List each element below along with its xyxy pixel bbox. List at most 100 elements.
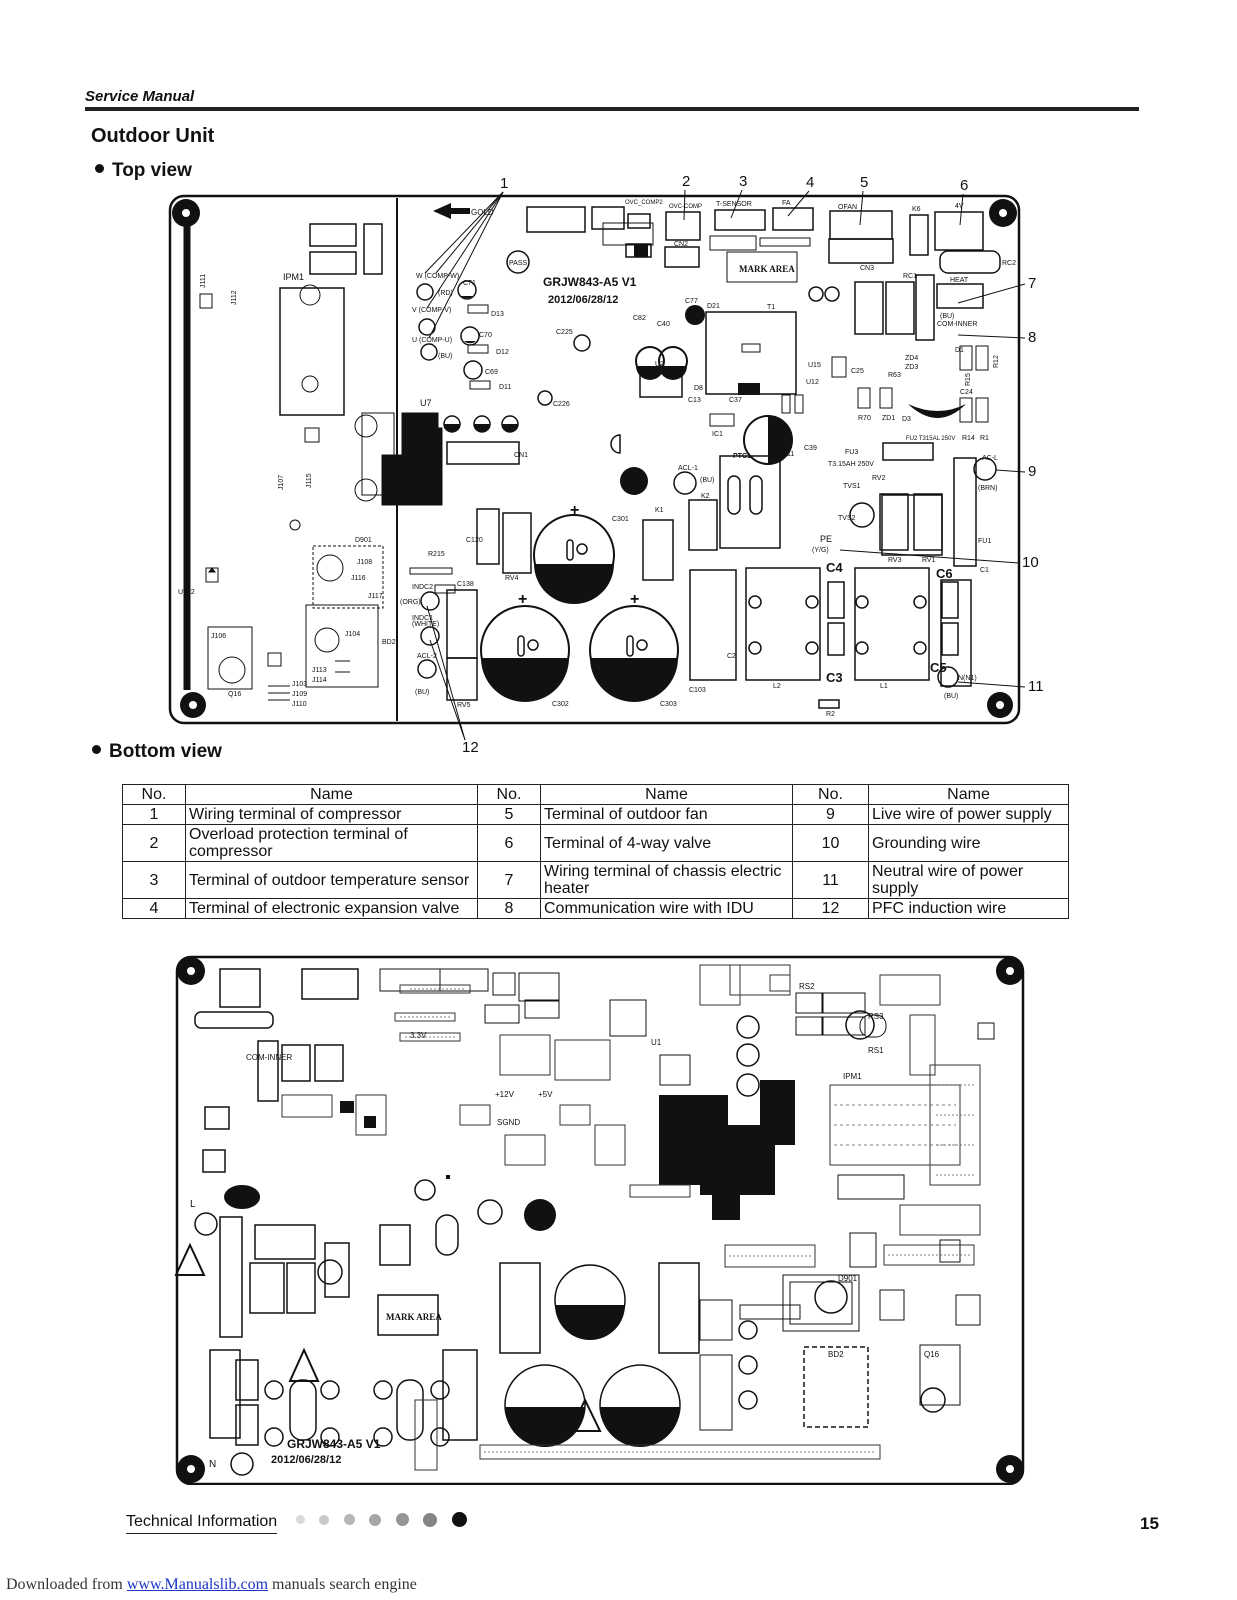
bullet-icon bbox=[95, 164, 104, 174]
item-name: Terminal of outdoor temperature sensor bbox=[185, 861, 478, 899]
lbl-j110: J110 bbox=[292, 701, 307, 708]
lbl-rv5: RV5 bbox=[457, 702, 471, 709]
lbl-c2: C2 bbox=[727, 653, 736, 660]
col-name-2: Name bbox=[540, 784, 793, 805]
lbl-j115: J115 bbox=[306, 473, 313, 488]
lbl-c11: C11 bbox=[782, 451, 794, 458]
manual-header-title: Service Manual bbox=[85, 88, 195, 105]
lbl-l2: L2 bbox=[773, 683, 781, 690]
lbl-pe-color: (Y/G) bbox=[812, 547, 829, 554]
lbl-fa: FA bbox=[782, 200, 791, 207]
top-view-diagram: 1 2 3 4 5 6 7 8 9 10 11 12 bbox=[168, 173, 1044, 756]
table-row: 1 Wiring terminal of compressor 5 Termin… bbox=[122, 804, 1069, 825]
lbl-c120: C120 bbox=[466, 537, 483, 544]
footer-dot bbox=[423, 1512, 438, 1527]
lbl-q16: Q16 bbox=[228, 691, 241, 698]
lbl-d1: D1 bbox=[955, 347, 964, 354]
bl-bd2: BD2 bbox=[828, 1350, 844, 1359]
lbl-fu2: FU2 T315AL 250V bbox=[906, 436, 955, 442]
bl-rs3: RS3 bbox=[868, 1012, 884, 1021]
lbl-rc1: RC1 bbox=[903, 273, 917, 280]
top-view-heading: Top view bbox=[95, 160, 192, 182]
lbl-j114: J114 bbox=[312, 677, 327, 684]
lbl-d3: D3 bbox=[902, 416, 911, 423]
lbl-fu3-rating: T3.15AH 250V bbox=[828, 461, 874, 468]
manualslib-link[interactable]: www.Manualslib.com bbox=[126, 1576, 269, 1593]
col-no-1: No. bbox=[122, 784, 186, 805]
item-no: 7 bbox=[477, 861, 541, 899]
footer-dot bbox=[296, 1515, 305, 1525]
lbl-heat: HEAT bbox=[950, 277, 969, 284]
lbl-acl2: ACL-2 bbox=[417, 653, 437, 660]
lbl-d13: D13 bbox=[491, 311, 504, 318]
bl-q16: Q16 bbox=[924, 1350, 940, 1359]
download-prefix: Downloaded from bbox=[6, 1576, 123, 1593]
lbl-bu-n: (BU) bbox=[944, 693, 958, 700]
lbl-r1: R1 bbox=[980, 435, 989, 442]
lbl-zd4: ZD4 bbox=[905, 355, 918, 362]
lbl-c77: C77 bbox=[685, 298, 698, 305]
item-name: Wiring terminal of compressor bbox=[185, 804, 478, 825]
lbl-c6: C6 bbox=[936, 566, 953, 581]
lbl-j103: J103 bbox=[292, 681, 307, 688]
lbl-pe: PE bbox=[820, 534, 832, 544]
col-no-2: No. bbox=[477, 784, 541, 805]
col-name-3: Name bbox=[868, 784, 1069, 805]
lbl-d901: D901 bbox=[355, 537, 372, 544]
lbl-ic1: IC1 bbox=[712, 431, 723, 438]
header-rule bbox=[85, 107, 1139, 111]
lbl-j111: J111 bbox=[200, 274, 207, 288]
item-name: Neutral wire of power supply bbox=[868, 861, 1069, 899]
lbl-blue-3: (BU) bbox=[415, 689, 429, 696]
lbl-ofan: OFAN bbox=[838, 204, 857, 211]
item-no: 4 bbox=[122, 898, 186, 919]
lbl-r2: R2 bbox=[826, 711, 835, 718]
bl-5v: +5V bbox=[538, 1090, 553, 1099]
lbl-l1: L1 bbox=[880, 683, 888, 690]
lbl-u-comp: U (COMP-U) bbox=[412, 337, 452, 344]
lbl-tvs1: TVS1 bbox=[843, 483, 861, 490]
item-name: Terminal of electronic expansion valve bbox=[185, 898, 478, 919]
lbl-j107: J107 bbox=[278, 475, 285, 490]
lbl-c5: C5 bbox=[930, 660, 947, 675]
lbl-k1: K1 bbox=[655, 507, 664, 514]
table-row: 4 Terminal of electronic expansion valve… bbox=[122, 898, 1069, 919]
lbl-ac-l: AC-L bbox=[982, 455, 998, 462]
callout-3: 3 bbox=[739, 173, 747, 190]
lbl-v-comp: V (COMP-V) bbox=[412, 307, 451, 314]
callout-1: 1 bbox=[500, 175, 508, 192]
lbl-j109: J109 bbox=[292, 691, 307, 698]
lbl-cn3: CN3 bbox=[860, 265, 874, 272]
item-no: 10 bbox=[792, 824, 869, 862]
lbl-c13: C13 bbox=[688, 397, 701, 404]
bl-com-inner: COM-INNER bbox=[246, 1053, 292, 1062]
lbl-ipm1: IPM1 bbox=[283, 272, 304, 282]
bl-ipm1: IPM1 bbox=[843, 1072, 862, 1081]
lbl-ovc-comp2: OVC_COMP2 bbox=[625, 200, 663, 206]
item-no: 9 bbox=[792, 804, 869, 825]
item-name: Grounding wire bbox=[868, 824, 1069, 862]
progress-dots bbox=[296, 1511, 477, 1529]
bottom-view-diagram: MARK AREA bbox=[174, 955, 1025, 1485]
lbl-cn2: CN2 bbox=[674, 241, 688, 248]
footer-dot bbox=[369, 1513, 382, 1526]
lbl-blue-1: (BU) bbox=[438, 353, 452, 360]
item-name: Communication wire with IDU bbox=[540, 898, 793, 919]
bl-rs1: RS1 bbox=[868, 1046, 884, 1055]
bl-12v: +12V bbox=[495, 1090, 515, 1099]
lbl-rc2: RC2 bbox=[1002, 260, 1016, 267]
lbl-c3: C3 bbox=[826, 670, 843, 685]
callout-4: 4 bbox=[806, 174, 814, 191]
bl-d901: D901 bbox=[838, 1274, 858, 1283]
callout-7: 7 bbox=[1028, 275, 1036, 292]
lbl-bd2: BD2 bbox=[382, 639, 396, 646]
item-no: 5 bbox=[477, 804, 541, 825]
lbl-u7: U7 bbox=[420, 398, 432, 408]
col-name-1: Name bbox=[185, 784, 478, 805]
lbl-w-comp: W (COMP-W) bbox=[416, 273, 459, 280]
download-suffix: manuals search engine bbox=[268, 1576, 417, 1593]
lbl-c303: C303 bbox=[660, 701, 677, 708]
footer-section-label: Technical Information bbox=[126, 1513, 278, 1534]
callout-9: 9 bbox=[1028, 463, 1036, 480]
item-no: 8 bbox=[477, 898, 541, 919]
